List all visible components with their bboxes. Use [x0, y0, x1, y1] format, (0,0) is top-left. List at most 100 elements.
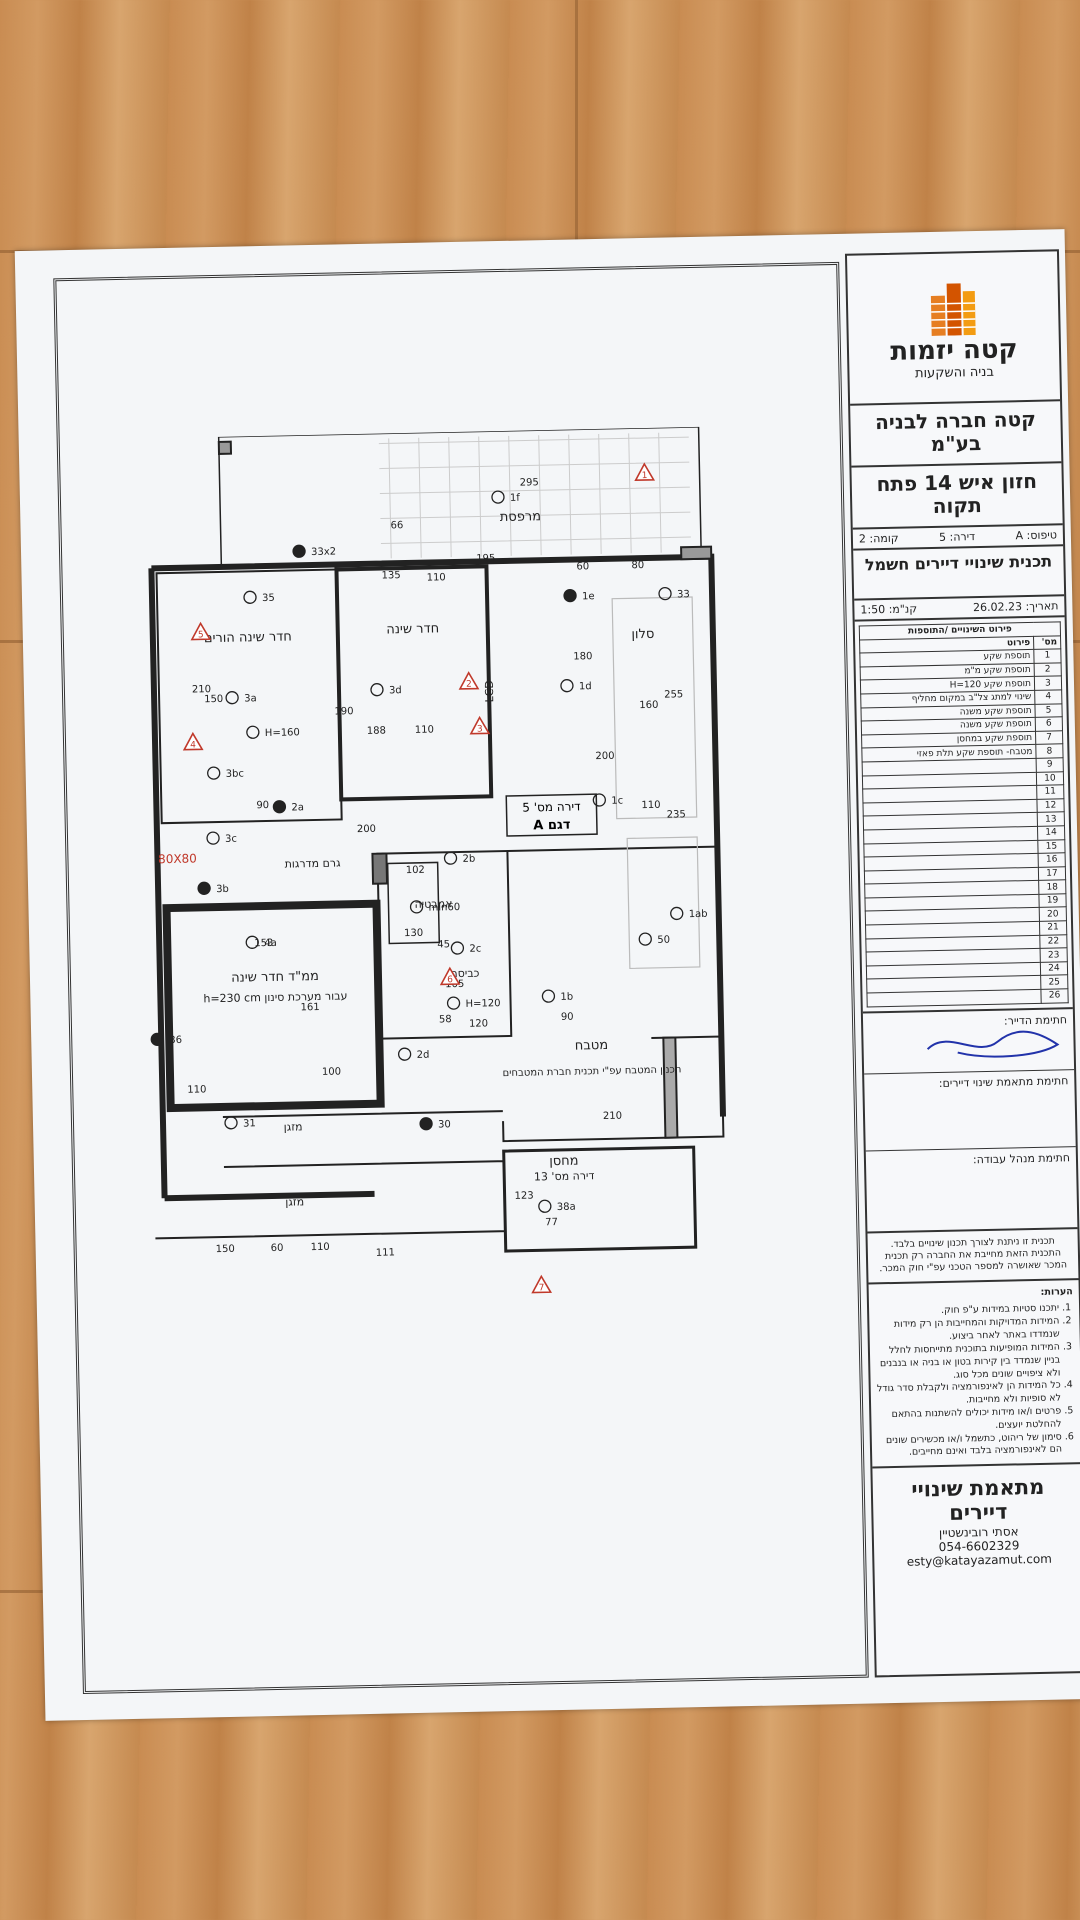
electrical-points: 1f1e1d1c1b1ab2a2b2c2d3a3b3bc3c3d4a3638a3… [150, 490, 708, 1213]
svg-text:2: 2 [466, 680, 472, 690]
dimension-label: 235 [667, 809, 686, 820]
outlet-symbol-icon [541, 989, 556, 1003]
changes-row-num: 26 [1040, 988, 1069, 1003]
svg-text:6: 6 [447, 975, 453, 985]
electrical-point-label: 2c [469, 944, 481, 955]
outlet-symbol-icon [592, 793, 606, 807]
room-label-kitchen: מטבח [575, 1038, 609, 1054]
changes-row-num: 21 [1039, 920, 1067, 935]
electrical-point-label: 33 [677, 589, 690, 600]
electrical-point-label: 35 [262, 593, 275, 604]
changes-row-num: 11 [1036, 784, 1064, 800]
room-label-parents: חדר שינה הורים [204, 629, 292, 646]
note-item: סימון של ריהוט, כתשמל ו/או מכשירים שונים… [878, 1431, 1062, 1460]
electrical-point-label: H=120 [465, 998, 500, 1010]
dimension-label: 150 [216, 1244, 235, 1255]
changes-row-num: 6 [1035, 716, 1063, 732]
dimension-label: 60 [271, 1243, 284, 1254]
dimension-label: 188 [367, 725, 386, 736]
change-marker-triangle-icon: 6 [439, 966, 461, 985]
changes-row-num: 9 [1036, 757, 1064, 772]
electrical-point-label: 1f [510, 493, 521, 504]
dimension-label: 180 [573, 651, 592, 662]
room-label-salon: סלון [631, 627, 654, 642]
consultant-email: esty@katayazamut.com [906, 1551, 1053, 1569]
dimension-label: 190 [334, 706, 353, 717]
outlet-symbol-icon [670, 906, 684, 921]
floor-plan: חדר שינה הורים חדר שינה סלון מרפסת ממ"ד … [148, 426, 726, 1293]
room-label-storage: מחסן [549, 1154, 579, 1170]
electrical-point-label: 3a [244, 693, 257, 704]
outlet-symbol-icon [225, 691, 239, 705]
title-block: קטה יזמות בניה והשקעות קטה חברה לבניה בע… [844, 249, 1080, 1678]
dimension-label: 90 [561, 1012, 574, 1023]
mamad-outline [162, 899, 385, 1113]
dimension-label: 111 [376, 1247, 395, 1258]
outlet-symbol-icon [563, 588, 577, 603]
outlet-symbol-icon [292, 544, 306, 558]
changes-table-row: 26 [866, 988, 1069, 1007]
room-label-balcony: מרפסת [500, 509, 542, 525]
electrical-point-label: 31 [243, 1118, 256, 1129]
signature-scribble-icon [926, 1030, 1060, 1058]
corridor-label: גרם מדרגות [284, 856, 341, 870]
dimension-label: 80 [631, 560, 644, 571]
changes-row-num: 3 [1034, 676, 1062, 691]
ac-label-1: מזגן [284, 1120, 303, 1133]
outlet-symbol-icon [409, 900, 424, 914]
electrical-point-label: 2b [462, 854, 475, 865]
outlet-symbol-icon [443, 851, 458, 865]
changes-row-num: 12 [1036, 798, 1065, 813]
mamad-note: עבור מערכת סינון h=230 cm [203, 989, 347, 1005]
electrical-point-label: 4a [264, 938, 277, 949]
outlet-symbol-icon [450, 941, 465, 955]
outlet-symbol-icon [245, 935, 259, 949]
dimension-label: 153 [254, 938, 273, 949]
changes-row-num: 2 [1034, 662, 1062, 677]
changes-row-num: 24 [1040, 961, 1068, 976]
dimension-label: 160 [639, 700, 658, 711]
dimension-label: 45 [437, 939, 450, 950]
kitchen-outline [502, 845, 725, 1143]
electrical-point-label: 3c [225, 834, 237, 845]
tile-label: 80X80 [158, 851, 197, 866]
electrical-point-label: 3bc [226, 768, 244, 779]
dimension-label: 60 [576, 561, 589, 572]
outlet-symbol-icon [197, 881, 211, 895]
dimension-label: 100 [322, 1067, 341, 1078]
dimension-label: 110 [311, 1242, 330, 1253]
apartment-label-box: דירה מס' 5 דגם A [505, 793, 598, 837]
electrical-point-label: 38a [557, 1202, 576, 1213]
electrical-point-label: 1d [579, 681, 592, 692]
dimension-label: 123 [515, 1190, 534, 1201]
dimension-label: 150 [204, 694, 223, 705]
electrical-point-label: 3b [216, 884, 229, 895]
disclaimer: תכנית זו ניתנת לצורך תכנון שינויים בלבד.… [867, 1228, 1079, 1285]
plan-floor: קומה: 2 [858, 531, 899, 546]
change-marker-triangle-icon: 4 [182, 731, 204, 751]
apartment-label: דירה מס' 5 [522, 799, 581, 814]
electrical-point-label: 1ab [689, 909, 708, 920]
dimension-label: 210 [192, 684, 211, 695]
plan-title: תכנית שינויי דיירים חשמל [853, 546, 1065, 601]
svg-text:1: 1 [642, 471, 648, 481]
electrical-point-label: 1b [560, 992, 573, 1003]
notes: הערות: יתכנו סטיות במידות ע"פ חוק.המידות… [868, 1279, 1080, 1469]
project-address: חזון איש 14 פתח תקוה [851, 463, 1063, 530]
outlet-symbol-icon [272, 800, 287, 814]
note-item: המידות המדויקות והמחייבות הן רק מידות שנ… [875, 1316, 1060, 1345]
dimension-label: 110 [427, 572, 446, 583]
changes-row-num: 1 [1033, 649, 1062, 664]
bath-label: אמבטיה [414, 897, 452, 911]
electrical-point-label: 36 [169, 1035, 182, 1046]
dimension-label: 130 [404, 928, 423, 939]
company-logo: קטה יזמות בניה והשקעות [847, 251, 1061, 406]
kitchen-note: תכנון המטבח עפ"י תכנית חברת המטבחים [503, 1064, 682, 1079]
dimension-label: 120 [469, 1018, 488, 1029]
change-marker-triangle-icon: 1 [634, 462, 656, 481]
plan-date: תאריך: 26.02.23 [972, 599, 1059, 615]
signature-manager: חתימת מנהל עבודה: [866, 1147, 1078, 1231]
changes-row-num: 15 [1037, 839, 1066, 854]
